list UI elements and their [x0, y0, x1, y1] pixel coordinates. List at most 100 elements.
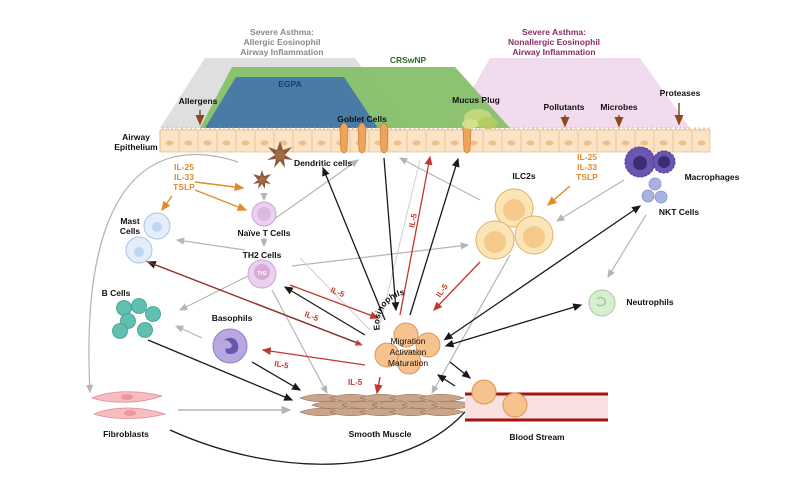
region-nonallergic-asthma [450, 58, 690, 128]
epithelium-label-line: Airway [122, 132, 150, 142]
epithelial-cell-nucleus [469, 140, 478, 146]
epithelial-cilia [313, 127, 330, 131]
nkt-cells-icon [641, 177, 668, 204]
goblet-cell [339, 122, 349, 154]
airway-epithelium [159, 127, 711, 153]
pollutants-label: Pollutants [543, 102, 584, 112]
epithelial-cilia [579, 127, 596, 131]
epithelial-cilia [541, 127, 558, 131]
cytokines-left: IL-25 IL-33 TSLP [173, 162, 195, 192]
epithelial-cell-nucleus [431, 140, 440, 146]
arrow-il5-mast-to-eos [129, 254, 364, 346]
epithelial-cilia [389, 127, 406, 131]
epithelial-cilia [294, 127, 311, 131]
epithelial-cilia [275, 127, 292, 131]
mucus-plug-label: Mucus Plug [452, 95, 500, 105]
epithelial-cilia [503, 127, 520, 131]
epithelial-cell-nucleus [564, 140, 573, 146]
epithelial-cell-nucleus [184, 140, 193, 146]
arrow-cytokine-to-dendritic [194, 181, 245, 192]
epithelial-cell-nucleus [393, 140, 402, 146]
allergic-title-line: Airway Inflammation [240, 47, 323, 57]
cytokines-right: IL-25 IL-33 TSLP [576, 152, 598, 182]
epithelial-cilia [237, 127, 254, 131]
blood-vessel-icon [465, 379, 608, 422]
allergic-title-line: Allergic Eosinophil [244, 37, 321, 47]
epithelial-cilia [370, 127, 387, 131]
arrow-il5-ilc2-to-eos [433, 261, 481, 311]
epithelial-cell-nucleus [526, 140, 535, 146]
macrophages-icon [624, 146, 676, 178]
arrow-blood-to-eos [436, 374, 456, 387]
epithelial-cell-nucleus [222, 140, 231, 146]
epithelial-cell-nucleus [659, 140, 668, 146]
arrow-eos-to-th2 [283, 286, 366, 336]
muscle-fiber [419, 407, 465, 417]
th2-cell-icon: TH2 [247, 259, 277, 289]
epithelial-cilia [655, 127, 672, 131]
nonallergic-title-line: Airway Inflammation [512, 47, 595, 57]
proteases-label: Proteases [660, 88, 701, 98]
il5-label: IL-5 [303, 310, 320, 324]
goblet-cell [357, 122, 367, 154]
b-cells-label: B Cells [102, 288, 131, 298]
epithelial-cilia [522, 127, 539, 131]
microbes-label: Microbes [600, 102, 638, 112]
goblet-cells [339, 122, 472, 154]
epithelial-cilia [161, 127, 178, 131]
epithelial-cell-nucleus [678, 140, 687, 146]
b-cells-icon [112, 298, 161, 339]
epithelial-cilia [636, 127, 653, 131]
epithelial-cell-nucleus [450, 140, 459, 146]
cytokine-label: TSLP [173, 182, 195, 192]
eosinophils-icon [374, 322, 441, 375]
dendritic-cell-icon [253, 170, 271, 189]
nkt-cells-label: NKT Cells [659, 207, 699, 217]
nonallergic-title-line: Severe Asthma: [522, 27, 586, 37]
fan-line [299, 257, 371, 331]
arrow-il5-eos-to-epithelium [399, 155, 433, 316]
epithelial-cell-nucleus [640, 140, 649, 146]
epithelial-cell-nucleus [203, 140, 212, 146]
dendritic-cell-icon [267, 141, 293, 168]
nonallergic-title-line: Nonallergic Eosinophil [508, 37, 600, 47]
basophil-icon [212, 328, 248, 364]
arrow-macrophage-to-ilc2 [555, 179, 625, 222]
ilc2-cells-icon [475, 188, 554, 260]
egpa-label: EGPA [278, 79, 301, 89]
epithelial-cell-nucleus [545, 140, 554, 146]
epithelium-label-line: Epithelium [114, 142, 158, 152]
epithelial-cilia [617, 127, 634, 131]
epithelial-cilia [332, 127, 349, 131]
mast-cells-label-line: Mast [120, 216, 140, 226]
arrow-bcells-to-smooth-muscle [147, 339, 294, 401]
arrow-th2-to-ilc2 [291, 242, 470, 267]
arrow-eos-to-mucus [409, 157, 460, 316]
cytokine-label: IL-25 [577, 152, 597, 162]
arrow-ilc2-to-epithelium [398, 157, 481, 201]
arrow-naive-t-to-goblet [269, 159, 359, 223]
epithelial-cilia [256, 127, 273, 131]
fan-line [379, 159, 421, 326]
arrow-eos-to-dendritic [322, 166, 386, 321]
epithelial-cell-nucleus [317, 140, 326, 146]
th2-inner-label: TH2 [257, 271, 267, 277]
arrow-il5-eos-to-basophils [261, 347, 366, 366]
arrow-basophils-to-bcells [174, 325, 203, 339]
smooth-muscle-label: Smooth Muscle [349, 429, 412, 439]
crswnp-label: CRSwNP [390, 55, 427, 65]
epithelial-cell-nucleus [412, 140, 421, 146]
arrow-th2-to-mast [175, 237, 246, 251]
arrows [86, 153, 647, 465]
epithelial-cell-nucleus [583, 140, 592, 146]
arrow-ilc2-to-smooth-muscle [431, 254, 511, 395]
arrow-basophils-to-smooth-muscle [251, 361, 302, 391]
eos-function-activation: Activation [390, 347, 427, 357]
goblet-cells-label: Goblet Cells [337, 114, 387, 124]
arrow-il5-th2-to-eos [289, 284, 380, 319]
epithelial-cilia [351, 127, 368, 131]
smooth-muscle-icon [299, 393, 477, 417]
dendritic-cells [253, 141, 293, 189]
epithelial-cilia [560, 127, 577, 131]
